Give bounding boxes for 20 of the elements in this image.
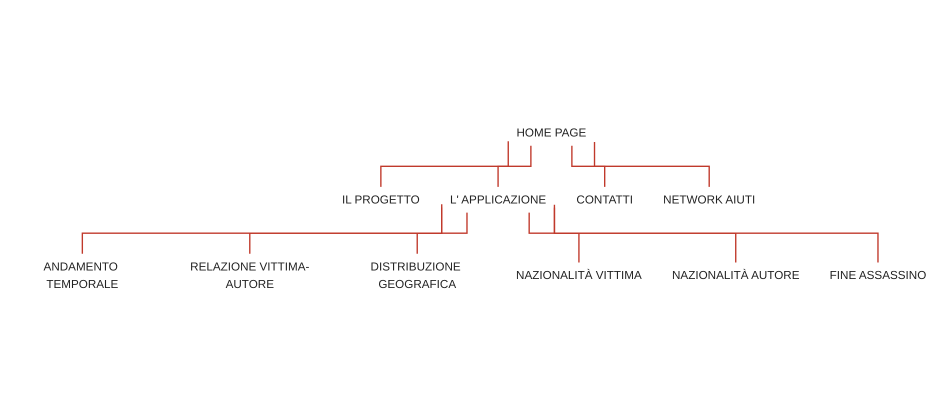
node-text: HOME PAGE (516, 126, 586, 140)
node-text: IL PROGETTO (342, 193, 420, 206)
node-text: ANDAMENTO TEMPORALE (44, 260, 118, 291)
node-text: NETWORK AIUTI (663, 193, 756, 206)
node-text: RELAZIONE VITTIMA-AUTORE (190, 260, 310, 291)
node-text: NAZIONALITÀ AUTORE (672, 268, 800, 282)
node-text: DISTRIBUZIONE GEOGRAFICA (370, 260, 461, 291)
connector (82, 204, 442, 254)
connector (416, 212, 468, 254)
node-text: NAZIONALITÀ VITTIMA (516, 268, 642, 282)
connector (249, 207, 442, 254)
connector (380, 141, 509, 188)
node-text: FINE ASSASSINO (830, 268, 926, 282)
connector (497, 146, 532, 188)
connector (594, 142, 710, 188)
connector (571, 146, 606, 188)
node-text: L' APPLICAZIONE (450, 193, 546, 206)
connector (528, 212, 580, 264)
node-text: CONTATTI (576, 193, 633, 206)
connector (554, 204, 879, 264)
